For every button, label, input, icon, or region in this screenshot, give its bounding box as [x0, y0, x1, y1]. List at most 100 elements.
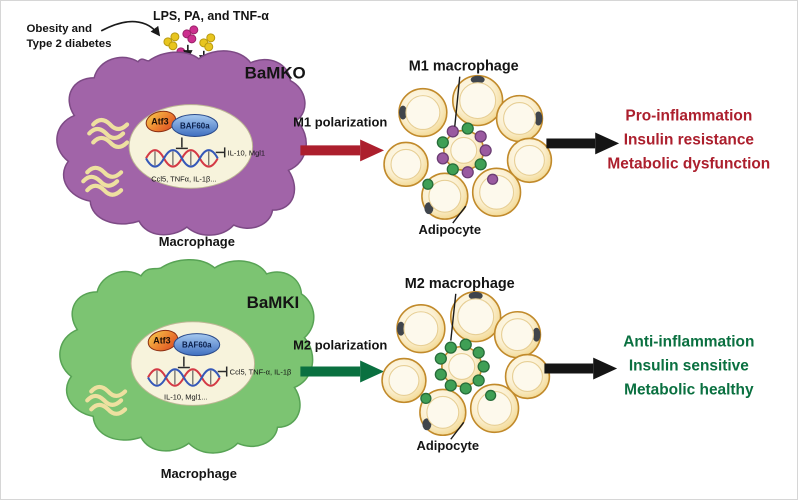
m1-macrophage-cell [446, 125, 459, 138]
adipocyte [471, 167, 522, 217]
m2-macrophage-pointer-line [450, 293, 457, 341]
m2-outcome-1: Anti-inflammation [623, 334, 754, 351]
m1-macrophage-cell [436, 136, 449, 149]
m1-macrophage-cell [436, 152, 449, 165]
m2-macrophage-label: M2 macrophage [405, 276, 515, 292]
m2-macrophage-cell [485, 389, 497, 402]
m2-macrophage-cell [472, 346, 485, 359]
adipocyte-label: Adipocyte [419, 222, 482, 237]
stimulus-arrow [100, 20, 161, 37]
adipocyte-nucleus [470, 75, 485, 84]
m2-adipocyte-cluster [381, 291, 551, 440]
organelle-squiggles [81, 117, 130, 197]
macrophage-label: Macrophage [159, 234, 235, 249]
m2-macrophage-cell [459, 338, 472, 351]
adipocyte-nucleus [468, 291, 483, 300]
m2-outcome-2: Insulin sensitive [629, 358, 749, 375]
m1-adipocyte-cluster [383, 74, 553, 224]
adipocyte [495, 94, 544, 143]
adipocyte-nucleus [532, 327, 541, 342]
dna-helix [145, 149, 219, 168]
ligands-label: LPS, PA, and TNF-α [153, 9, 269, 23]
adipocyte-pointer-line [452, 205, 467, 224]
adipocyte [396, 303, 446, 354]
pa-molecule [187, 34, 197, 44]
dna-helix [147, 368, 221, 387]
repressed-genes-label: IL-10, Mgl1 [228, 148, 265, 157]
adipocyte-nucleus [399, 105, 407, 120]
m2-macrophage-cell [459, 382, 472, 395]
adipocyte [398, 87, 448, 138]
m1-crown-macrophages [422, 122, 499, 190]
atf3-baf60a-complex: Atf3 BAF60a [147, 329, 221, 369]
adipocyte [449, 291, 502, 343]
pa-molecule [189, 25, 199, 35]
bamki-label: BaMKI [247, 293, 300, 312]
stimulus-label-line2: Type 2 diabetes [26, 38, 111, 50]
bamki-panel: Atf3 BAF60a Ccl5, TNF-α, IL-1β IL-10, Mg… [59, 258, 754, 481]
m1-outcome-3: Metabolic dysfunction [607, 155, 770, 172]
induced-genes-label: IL-10, Mgl1... [164, 392, 208, 401]
adipocyte [421, 172, 469, 220]
organelle-squiggles [85, 384, 128, 416]
adipocyte [419, 388, 467, 437]
m2-macrophage-cell [472, 374, 485, 387]
m1-macrophage-cell [461, 122, 474, 135]
m2-macrophage-cell [477, 360, 490, 373]
tnf-molecule [204, 42, 214, 52]
m2-macrophage-cell [434, 368, 447, 381]
ligand-molecules [163, 25, 216, 57]
atf3-label: Atf3 [153, 336, 170, 346]
adipocyte-nucleus [534, 111, 543, 126]
adipocyte [506, 137, 553, 184]
adipocyte-label: Adipocyte [417, 438, 480, 453]
repressed-genes-indicator: IL-10, Mgl1 [215, 147, 265, 157]
m2-polarization-label: M2 polarization [293, 338, 387, 353]
adipocyte [383, 141, 429, 188]
m1-macrophage-cell [479, 144, 492, 157]
baf60a-label: BAF60a [182, 341, 212, 350]
induced-genes-label: Ccl5, TNFα, IL-1β... [151, 174, 216, 183]
m1-macrophage-cell [461, 166, 474, 179]
m1-macrophage-cell [422, 178, 434, 190]
tnf-molecule [206, 33, 216, 43]
repressed-genes-label: Ccl5, TNF-α, IL-1β [230, 368, 292, 377]
m1-macrophage-label: M1 macrophage [409, 59, 519, 75]
adipocyte [451, 74, 504, 127]
lps-molecule [170, 32, 180, 42]
m1-outcome-1: Pro-inflammation [625, 108, 752, 125]
adipocyte-pointer-line [450, 421, 465, 440]
lps-molecule [168, 41, 178, 51]
baf60a-label: BAF60a [180, 121, 210, 130]
adipocyte-nucleus [397, 321, 405, 336]
atf3-protein [147, 329, 179, 352]
m1-macrophage-cell [474, 158, 487, 171]
bamko-label: BaMKO [245, 64, 306, 83]
m2-macrophage-cells [420, 338, 497, 405]
adipocyte [504, 353, 551, 400]
stimulus-label-line1: Obesity and [26, 23, 91, 35]
m2-macrophage-cell [434, 352, 447, 365]
m1-outcome-arrow [546, 132, 620, 155]
macrophage-label: Macrophage [161, 466, 237, 481]
m2-outcome-arrow [544, 357, 618, 380]
m1-macrophage-cell [446, 163, 459, 176]
m2-macrophage-cell [444, 341, 457, 354]
adipocyte [469, 383, 520, 434]
m1-polarization-label: M1 polarization [293, 114, 387, 129]
repressed-genes-indicator: Ccl5, TNF-α, IL-1β [217, 366, 292, 377]
m1-outcome-2: Insulin resistance [624, 131, 755, 148]
m1-macrophage-cell [486, 173, 499, 185]
m2-macrophage-cell [444, 379, 457, 392]
m1-macrophage-cell [474, 130, 487, 143]
m1-polarization-arrow [300, 139, 385, 162]
atf3-label: Atf3 [151, 117, 168, 127]
adipocyte [493, 310, 542, 359]
m2-polarization-arrow [300, 360, 385, 383]
atf3-protein [145, 110, 177, 133]
baf60a-protein [173, 333, 221, 357]
m2-outcome-3: Metabolic healthy [624, 381, 754, 398]
adipocyte [381, 357, 427, 404]
m2-macrophage-cell [420, 392, 432, 405]
